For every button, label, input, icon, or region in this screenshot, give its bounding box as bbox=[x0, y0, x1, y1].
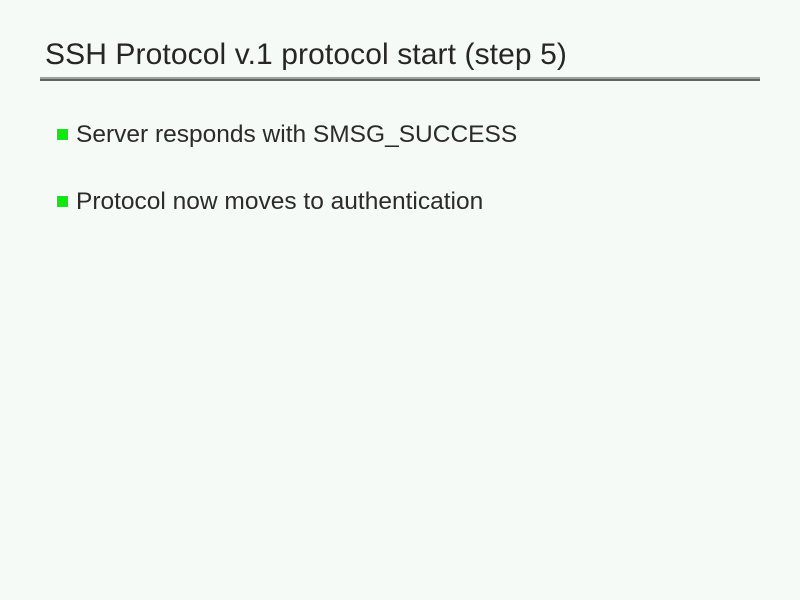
list-item: Protocol now moves to authentication bbox=[57, 185, 757, 218]
green-square-bullet-icon bbox=[57, 196, 68, 207]
title-divider bbox=[40, 77, 760, 81]
list-item: Server responds with SMSG_SUCCESS bbox=[57, 118, 757, 151]
list-item-label: Protocol now moves to authentication bbox=[76, 188, 484, 215]
list-item-label: Server responds with SMSG_SUCCESS bbox=[76, 121, 518, 148]
green-square-bullet-icon bbox=[57, 129, 68, 140]
bullet-list: Server responds with SMSG_SUCCESS Protoc… bbox=[57, 118, 757, 252]
page-title: SSH Protocol v.1 protocol start (step 5) bbox=[45, 38, 567, 71]
